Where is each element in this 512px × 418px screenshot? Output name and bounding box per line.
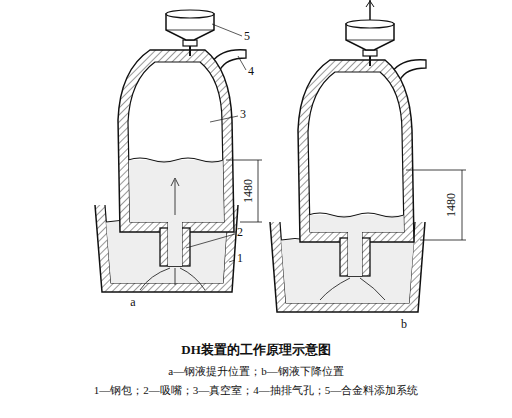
callout-number: 1: [237, 252, 243, 265]
callout-number: 5: [244, 30, 250, 43]
dimension-label: 1480: [242, 179, 255, 203]
dimension-label: 1480: [445, 193, 458, 217]
figure-label: a: [130, 296, 135, 309]
figure-label: b: [401, 318, 407, 331]
figure-caption: a—钢液提升位置；b—钢液下降位置: [168, 365, 343, 377]
callout-number: 3: [240, 108, 246, 121]
figure-title: DH装置的工作原理示意图: [181, 343, 331, 357]
callout-number: 2: [237, 226, 243, 239]
callout-number: 4: [248, 65, 254, 78]
caption-legend: 1—钢包；2—吸嘴；3—真空室；4—抽排气孔；5—合金料添加系统: [94, 384, 419, 396]
